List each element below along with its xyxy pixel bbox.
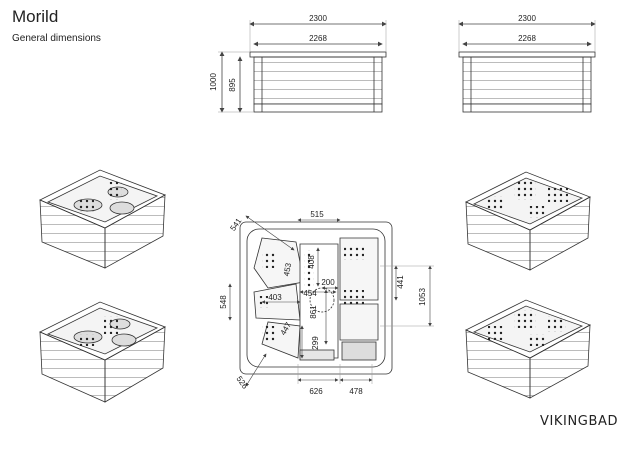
dim-200: 200	[321, 278, 335, 287]
spa-perspective-top-right	[465, 171, 591, 271]
front-inner-width-label: 2268	[309, 34, 327, 43]
dim-548: 548	[219, 295, 228, 309]
page-title: Morild	[12, 7, 59, 26]
front-overall-width-label: 2300	[309, 14, 327, 23]
side-overall-width-label: 2300	[518, 14, 536, 23]
dim-1053: 1053	[418, 288, 427, 306]
dim-626: 626	[309, 387, 323, 396]
dim-515: 515	[310, 210, 324, 219]
side-inner-width-label: 2268	[518, 34, 536, 43]
dim-453: 453	[282, 262, 293, 277]
front-view	[218, 20, 387, 113]
vikingbad-logo: VIKINGBAD	[540, 414, 619, 429]
side-view	[458, 20, 596, 113]
plan-view-dimension-lines	[228, 215, 434, 387]
dim-299: 299	[311, 336, 320, 350]
dim-441: 441	[396, 275, 405, 289]
spa-perspective-bottom-left	[39, 301, 166, 403]
spa-perspective-top-left	[39, 169, 166, 269]
dim-478: 478	[349, 387, 363, 396]
dim-408: 408	[307, 255, 316, 269]
spa-perspective-bottom-right	[465, 299, 591, 399]
dim-861: 861	[309, 305, 318, 319]
front-overall-height-label: 1000	[209, 73, 218, 91]
plan-view	[239, 221, 393, 375]
front-cabinet-height-label: 895	[228, 78, 237, 92]
dim-526: 526	[235, 375, 250, 392]
dim-454: 454	[303, 289, 317, 298]
page-subtitle: General dimensions	[12, 33, 101, 44]
dim-403: 403	[268, 293, 282, 302]
